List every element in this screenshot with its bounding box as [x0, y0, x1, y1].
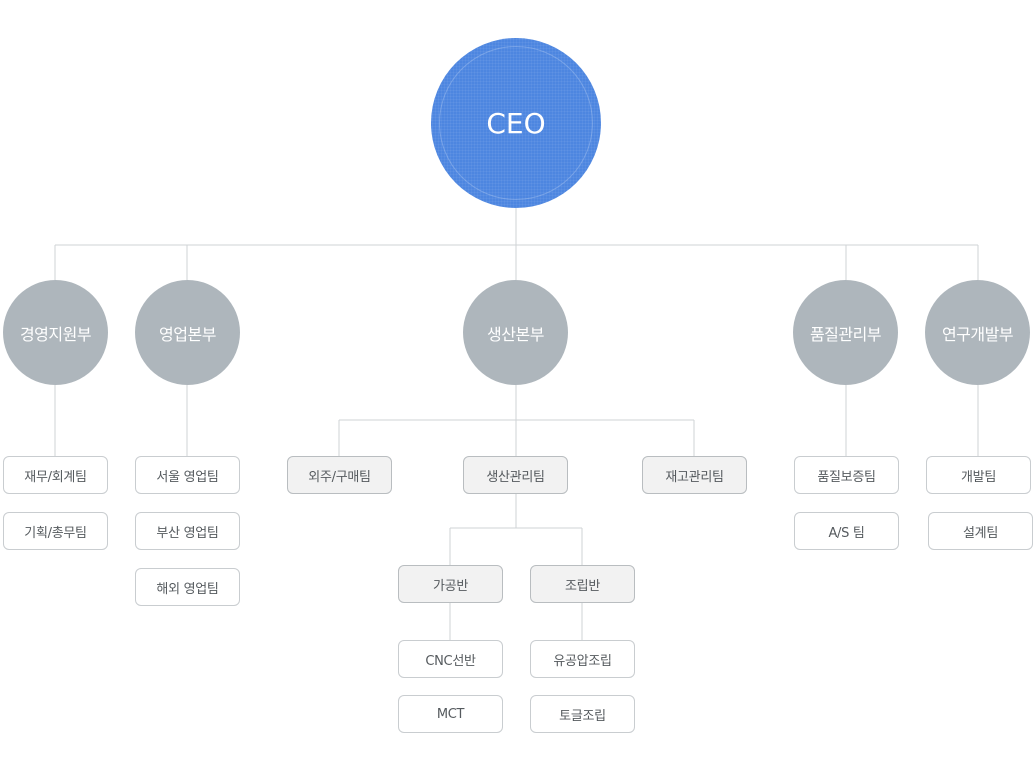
- ceo-inner-ring: [439, 46, 593, 200]
- dept-research: 연구개발부: [925, 280, 1030, 385]
- ceo-label: CEO: [486, 106, 546, 140]
- ceo-node: CEO: [431, 38, 601, 208]
- team-busan-sales: 부산 영업팀: [135, 512, 240, 550]
- team-seoul-sales: 서울 영업팀: [135, 456, 240, 494]
- team-outsourcing: 외주/구매팀: [287, 456, 392, 494]
- item-mct: MCT: [398, 695, 503, 733]
- team-quality-assurance: 품질보증팀: [794, 456, 899, 494]
- team-production-mgmt: 생산관리팀: [463, 456, 568, 494]
- team-overseas-sales: 해외 영업팀: [135, 568, 240, 606]
- team-finance: 재무/회계팀: [3, 456, 108, 494]
- team-design: 설계팀: [928, 512, 1033, 550]
- dept-sales: 영업본부: [135, 280, 240, 385]
- team-after-service: A/S 팀: [794, 512, 899, 550]
- unit-machining: 가공반: [398, 565, 503, 603]
- dept-quality: 품질관리부: [793, 280, 898, 385]
- team-planning: 기획/총무팀: [3, 512, 108, 550]
- item-cnc-lathe: CNC선반: [398, 640, 503, 678]
- item-toggle-assembly: 토글조립: [530, 695, 635, 733]
- team-development: 개발팀: [926, 456, 1031, 494]
- item-pneumatic-assembly: 유공압조립: [530, 640, 635, 678]
- unit-assembly: 조립반: [530, 565, 635, 603]
- dept-management: 경영지원부: [3, 280, 108, 385]
- dept-production: 생산본부: [463, 280, 568, 385]
- team-inventory: 재고관리팀: [642, 456, 747, 494]
